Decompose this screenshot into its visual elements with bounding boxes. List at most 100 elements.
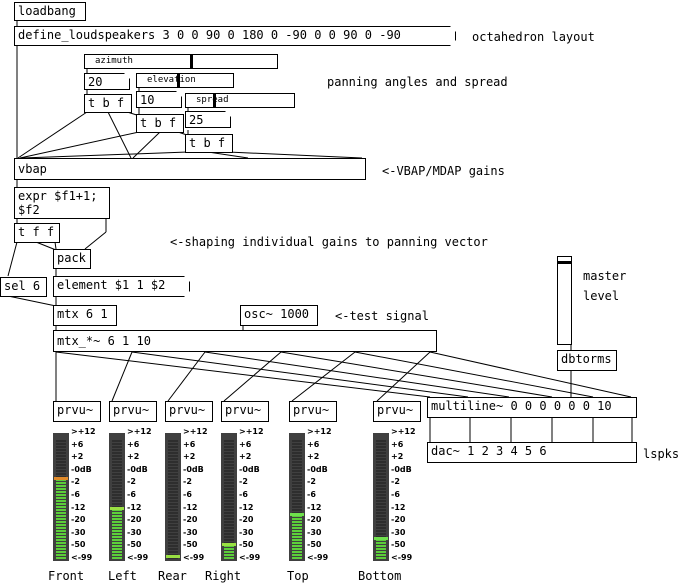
prvu-object-front[interactable]: prvu~: [53, 401, 101, 422]
vu-segment: [112, 554, 122, 556]
vu-segment: [112, 458, 122, 460]
trigger-elevation-object[interactable]: t b f: [136, 114, 184, 133]
vu-scale-tick: -12: [239, 502, 254, 512]
dbtorms-object[interactable]: dbtorms: [557, 350, 617, 371]
prvu-object-right[interactable]: prvu~: [221, 401, 269, 422]
loadbang-object[interactable]: loadbang: [14, 2, 86, 21]
vu-segment: [56, 536, 66, 538]
vu-segment: [112, 521, 122, 523]
vu-segment: [56, 449, 66, 451]
vu-segment: [168, 458, 178, 460]
vu-segment: [112, 536, 122, 538]
spread-slider-knob[interactable]: [213, 94, 216, 107]
vu-segment: [56, 470, 66, 472]
vu-segment: [376, 452, 386, 454]
vu-segment: [292, 521, 302, 523]
vu-segment: [292, 530, 302, 532]
vu-segment: [112, 464, 122, 466]
vu-segment: [168, 533, 178, 535]
vu-segment: [292, 452, 302, 454]
vu-segment: [112, 515, 122, 517]
vu-segment: [168, 536, 178, 538]
vu-scale-tick: <-99: [127, 553, 149, 562]
vu-segment: [168, 500, 178, 502]
osc-object[interactable]: osc~ 1000: [240, 305, 318, 326]
vu-scale-tick: -12: [71, 502, 86, 512]
azimuth-slider[interactable]: azimuth: [84, 54, 278, 69]
prvu-object-top[interactable]: prvu~: [289, 401, 337, 422]
mtx-object[interactable]: mtx 6 1: [53, 305, 117, 326]
vu-segment: [56, 473, 66, 475]
trigger-azimuth-object[interactable]: t b f: [84, 94, 132, 113]
vu-segment: [56, 443, 66, 445]
expr-object[interactable]: expr $f1+1; $f2: [14, 187, 110, 219]
vu-segment: [112, 497, 122, 499]
vu-segment: [376, 512, 386, 514]
meter-label-front: Front: [48, 569, 85, 583]
vu-scale-tick: <-99: [391, 553, 413, 562]
master-level-knob[interactable]: [558, 261, 571, 264]
vu-segment: [168, 479, 178, 481]
vu-segment: [224, 485, 234, 487]
azimuth-number[interactable]: 20: [84, 73, 130, 90]
vu-segment: [292, 440, 302, 442]
vu-segment: [224, 458, 234, 460]
vu-segment: [56, 548, 66, 550]
mtx-mul-object[interactable]: mtx_*~ 6 1 10: [53, 330, 437, 352]
vu-segment: [168, 473, 178, 475]
vu-segment: [376, 533, 386, 535]
vu-segment: [376, 551, 386, 553]
vu-segment: [56, 503, 66, 505]
vu-segment: [112, 500, 122, 502]
vu-scale-tick: -50: [71, 540, 86, 550]
vu-segment: [56, 488, 66, 490]
vu-segment: [376, 470, 386, 472]
vu-segment: [224, 527, 234, 529]
vu-segment: [168, 548, 178, 550]
vu-segment: [224, 455, 234, 457]
vu-scale-tick: -2: [391, 477, 400, 487]
master-level-comment: master level: [583, 269, 627, 303]
vu-segment: [168, 539, 178, 541]
element-message[interactable]: element $1 1 $2: [53, 276, 190, 297]
vu-segment: [224, 506, 234, 508]
pack-object[interactable]: pack: [53, 249, 91, 269]
vu-scale-tick: +6: [183, 439, 196, 449]
vu-segment: [224, 449, 234, 451]
vu-segment: [112, 518, 122, 520]
master-level-slider[interactable]: [557, 256, 572, 345]
vu-scale-tick: -30: [391, 527, 406, 537]
vu-scale-tick: -50: [391, 540, 406, 550]
vu-segment: [224, 446, 234, 448]
vu-peak-indicator: [374, 537, 388, 540]
trigger-spread-object[interactable]: t b f: [185, 134, 233, 153]
sel-object[interactable]: sel 6: [0, 277, 47, 297]
vu-segment: [112, 467, 122, 469]
elevation-slider[interactable]: elevation: [136, 73, 234, 88]
vu-segment: [224, 545, 234, 547]
define-loudspeakers-message[interactable]: define_loudspeakers 3 0 0 90 0 180 0 -90…: [14, 26, 456, 46]
vu-segment: [112, 452, 122, 454]
vu-scale-tick: -6: [127, 490, 136, 499]
elevation-number[interactable]: 10: [136, 91, 182, 108]
vu-segment: [112, 548, 122, 550]
spread-slider[interactable]: spread: [185, 93, 295, 108]
prvu-object-bottom[interactable]: prvu~: [373, 401, 421, 422]
vu-segment: [56, 506, 66, 508]
vu-scale-tick: -20: [127, 515, 142, 525]
vbap-object[interactable]: vbap: [14, 158, 366, 180]
prvu-object-rear[interactable]: prvu~: [165, 401, 213, 422]
vu-segment: [224, 443, 234, 445]
prvu-object-left[interactable]: prvu~: [109, 401, 157, 422]
spread-number[interactable]: 25: [185, 111, 231, 128]
vu-segment: [56, 551, 66, 553]
vu-scale-tick: -6: [183, 490, 192, 499]
azimuth-slider-knob[interactable]: [190, 55, 193, 68]
trigger-tff-object[interactable]: t f f: [14, 223, 60, 243]
vu-segment: [168, 551, 178, 553]
elevation-slider-knob[interactable]: [177, 74, 180, 87]
vu-segment: [376, 494, 386, 496]
dac-object[interactable]: dac~ 1 2 3 4 5 6: [427, 442, 637, 463]
multiline-object[interactable]: multiline~ 0 0 0 0 0 0 10: [427, 397, 637, 418]
vu-segment: [224, 509, 234, 511]
